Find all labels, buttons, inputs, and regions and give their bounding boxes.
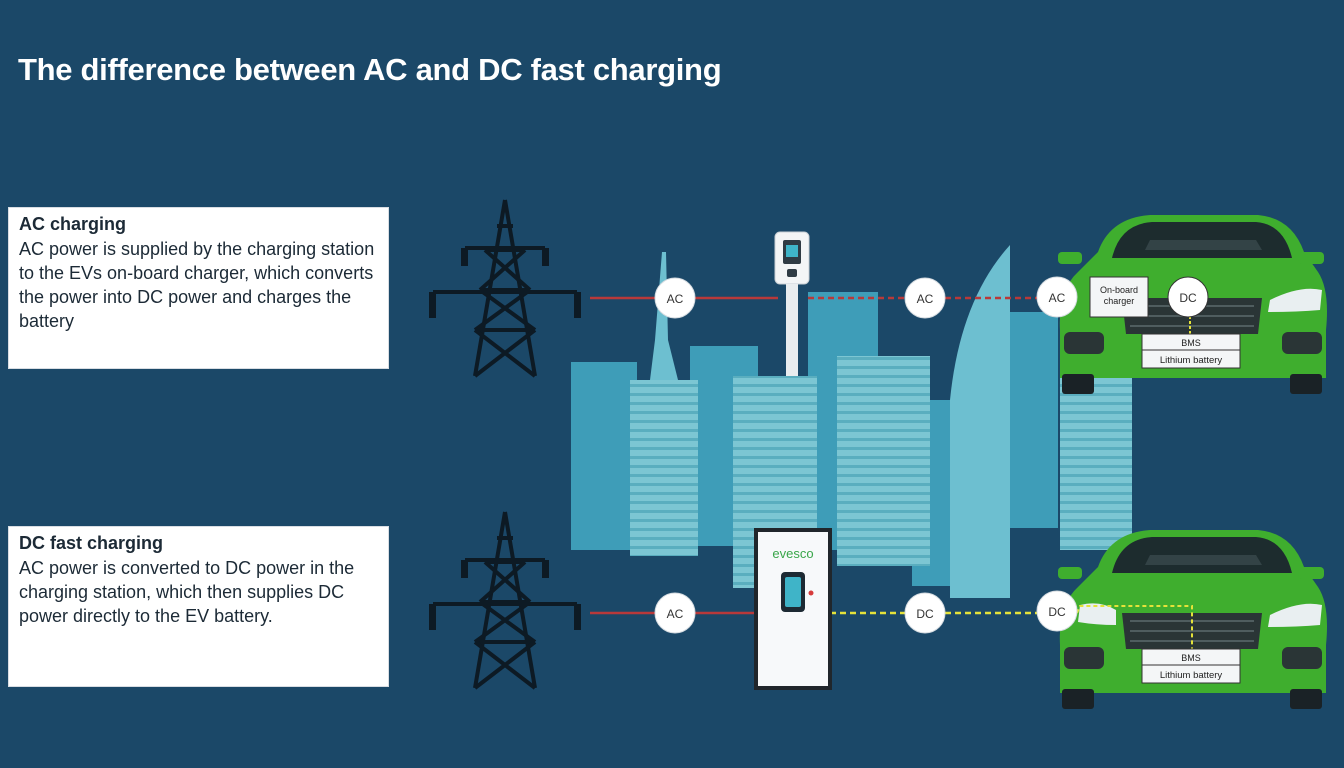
dc-car-dc-link — [1076, 605, 1193, 650]
svg-text:AC: AC — [917, 292, 934, 306]
dc-fast-charger-icon: evesco — [754, 528, 832, 690]
charger-brand-label: evesco — [772, 546, 813, 561]
onboard-charger-box: On-board charger — [1089, 276, 1149, 318]
svg-text:DC: DC — [916, 607, 934, 621]
ac-battery-label: Lithium battery — [1160, 355, 1223, 366]
dc-charging-text: AC power is converted to DC power in the… — [19, 558, 355, 626]
svg-text:AC: AC — [667, 292, 684, 306]
ac-charging-heading: AC charging — [19, 214, 127, 234]
dc-row-node-3: DC — [1036, 590, 1078, 632]
ac-bms-label: BMS — [1181, 338, 1201, 348]
ac-row-node-2: AC — [904, 277, 946, 319]
svg-text:DC: DC — [1179, 291, 1197, 305]
dc-charging-description: DC fast charging AC power is converted t… — [8, 526, 389, 687]
ac-charging-post-icon — [774, 231, 810, 376]
ac-row-node-1: AC — [654, 277, 696, 319]
pylon-icon-ac — [429, 199, 581, 378]
dc-battery-box: Lithium battery — [1141, 664, 1241, 684]
svg-text:AC: AC — [1049, 291, 1066, 305]
ac-charging-text: AC power is supplied by the charging sta… — [19, 239, 375, 331]
ac-battery-box: Lithium battery — [1141, 349, 1241, 369]
ev-car-dc — [1058, 530, 1327, 709]
city-skyline — [571, 245, 1132, 598]
dc-bms-box: BMS — [1141, 648, 1241, 666]
page-title: The difference between AC and DC fast ch… — [18, 52, 722, 87]
onboard-charger-label: On-board charger — [1099, 285, 1139, 306]
dc-row-node-1: AC — [654, 592, 696, 634]
svg-text:AC: AC — [667, 607, 684, 621]
dc-row-node-2: DC — [904, 592, 946, 634]
svg-text:DC: DC — [1048, 605, 1066, 619]
ac-row-node-4: DC — [1167, 276, 1209, 318]
ac-charging-description: AC charging AC power is supplied by the … — [8, 207, 389, 369]
dc-charging-heading: DC fast charging — [19, 533, 164, 553]
pylon-icon-dc — [429, 511, 581, 690]
ac-row-node-3: AC — [1036, 276, 1078, 318]
ac-bms-box: BMS — [1141, 333, 1241, 351]
dc-bms-label: BMS — [1181, 653, 1201, 663]
dc-battery-label: Lithium battery — [1160, 670, 1223, 681]
